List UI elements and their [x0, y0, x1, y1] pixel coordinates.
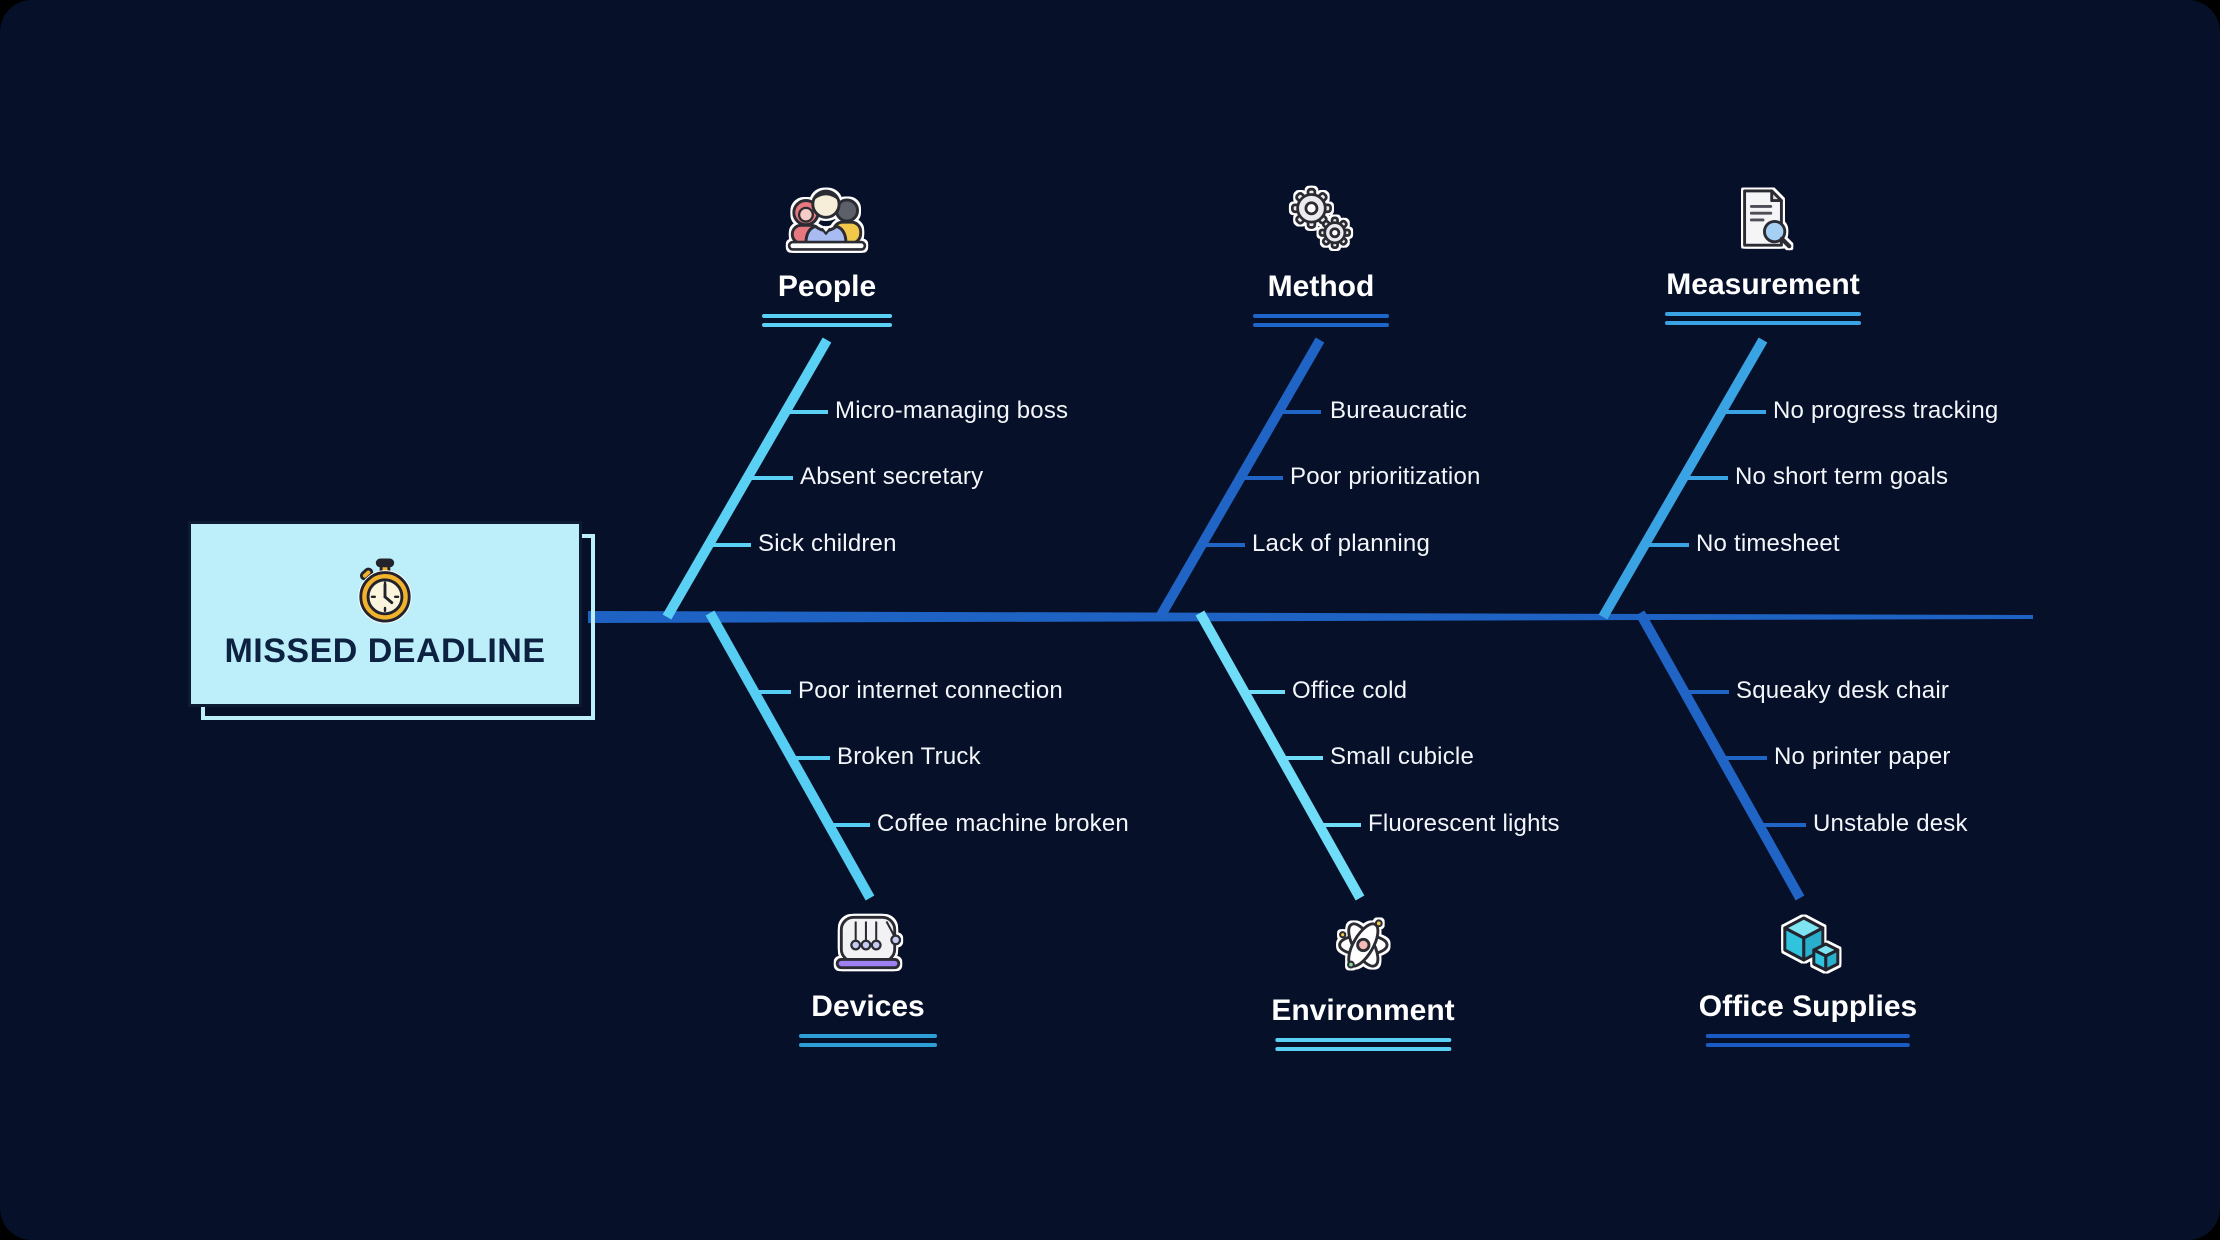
document-magnifier-icon	[1732, 186, 1794, 252]
cause-label[interactable]: Sick children	[758, 529, 897, 557]
cause-label[interactable]: Lack of planning	[1252, 529, 1430, 557]
category-label: People	[777, 270, 877, 303]
cause-label[interactable]: Unstable desk	[1813, 809, 1968, 837]
category-people[interactable]: People	[762, 186, 892, 327]
branch-line-devices	[705, 610, 875, 901]
cause-label[interactable]: Office cold	[1292, 676, 1408, 704]
cause-label[interactable]: Small cubicle	[1330, 742, 1474, 770]
category-underline	[1274, 1038, 1451, 1051]
branch-line-environment	[1195, 610, 1365, 901]
problem-box[interactable]: MISSED DEADLINE	[188, 521, 582, 707]
category-devices[interactable]: Devices	[799, 912, 937, 1047]
cause-label[interactable]: No short term goals	[1735, 462, 1949, 490]
category-environment[interactable]: Environment	[1271, 912, 1455, 1051]
cause-label[interactable]: Micro-managing boss	[835, 396, 1069, 424]
category-underline	[1665, 312, 1861, 325]
atom-icon	[1330, 912, 1396, 978]
category-measurement[interactable]: Measurement	[1665, 186, 1861, 325]
category-label: Environment	[1271, 994, 1455, 1027]
spine-line	[588, 611, 2033, 623]
cubes-icon	[1772, 912, 1844, 974]
gears-icon	[1287, 186, 1355, 254]
category-office-supplies[interactable]: Office Supplies	[1699, 912, 1917, 1047]
category-method[interactable]: Method	[1253, 186, 1389, 327]
category-underline	[762, 314, 892, 327]
people-group-icon	[787, 186, 867, 254]
cause-label[interactable]: Absent secretary	[800, 462, 984, 490]
category-label: Devices	[811, 990, 925, 1023]
cause-label[interactable]: Coffee machine broken	[877, 809, 1129, 837]
category-label: Measurement	[1666, 268, 1860, 301]
cause-label[interactable]: Bureaucratic	[1330, 396, 1468, 424]
category-underline	[1705, 1034, 1910, 1047]
cause-label[interactable]: Squeaky desk chair	[1736, 676, 1950, 704]
category-label: Office Supplies	[1698, 990, 1918, 1023]
cause-label[interactable]: Broken Truck	[837, 742, 981, 770]
stopwatch-icon	[354, 558, 416, 624]
cause-label[interactable]: Fluorescent lights	[1368, 809, 1560, 837]
newtons-cradle-icon	[829, 912, 907, 974]
cause-label[interactable]: Poor prioritization	[1290, 462, 1481, 490]
cause-label[interactable]: No timesheet	[1696, 529, 1840, 557]
category-label: Method	[1267, 270, 1375, 303]
cause-label[interactable]: No printer paper	[1774, 742, 1951, 770]
category-underline	[1253, 314, 1389, 327]
branch-line-office-supplies	[1635, 610, 1805, 901]
cause-label[interactable]: No progress tracking	[1773, 396, 1999, 424]
problem-title: MISSED DEADLINE	[224, 631, 546, 670]
cause-label[interactable]: Poor internet connection	[798, 676, 1063, 704]
category-underline	[799, 1034, 937, 1047]
